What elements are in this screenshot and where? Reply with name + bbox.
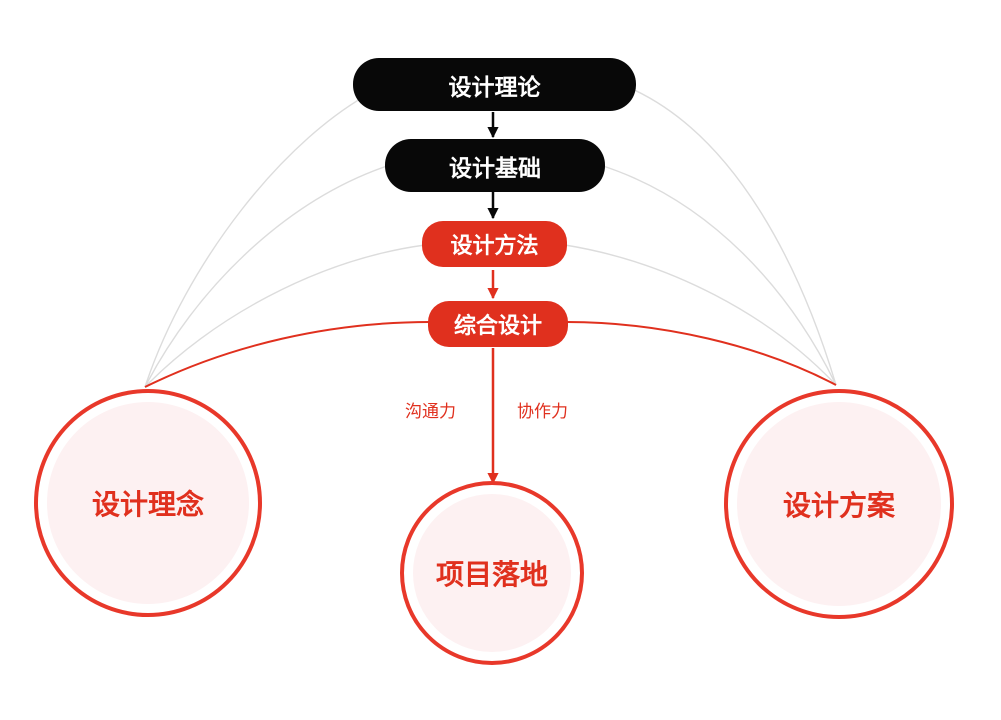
arc-integrated-right bbox=[566, 321, 837, 386]
label-collaboration: 协作力 bbox=[517, 402, 568, 422]
node-design-theory-label: 设计理论 bbox=[448, 74, 541, 101]
outcome-design-concept: 设计理念 bbox=[34, 389, 262, 617]
outcome-project-landing: 项目落地 bbox=[400, 481, 584, 665]
arc-basics-right bbox=[599, 164, 837, 386]
node-design-basics: 设计基础 bbox=[385, 139, 605, 192]
arc-method-right bbox=[564, 244, 837, 386]
outcome-project-landing-label: 项目落地 bbox=[435, 558, 548, 591]
arc-integrated-left bbox=[144, 321, 431, 388]
node-integrated-design-label: 综合设计 bbox=[453, 314, 542, 339]
outcome-design-scheme: 设计方案 bbox=[724, 389, 954, 619]
node-design-theory: 设计理论 bbox=[353, 58, 636, 111]
arc-method-left bbox=[144, 244, 426, 388]
label-communication: 沟通力 bbox=[405, 402, 456, 422]
node-design-method: 设计方法 bbox=[422, 221, 567, 267]
arc-basics-left bbox=[144, 164, 391, 388]
node-integrated-design: 综合设计 bbox=[428, 301, 568, 347]
outcome-design-scheme-label: 设计方案 bbox=[782, 489, 895, 522]
node-design-basics-label: 设计基础 bbox=[449, 155, 541, 182]
node-design-method-label: 设计方法 bbox=[450, 234, 539, 259]
arc-theory-right bbox=[629, 87, 837, 386]
outcome-design-concept-label: 设计理念 bbox=[91, 488, 204, 521]
arc-theory-left bbox=[144, 87, 381, 388]
